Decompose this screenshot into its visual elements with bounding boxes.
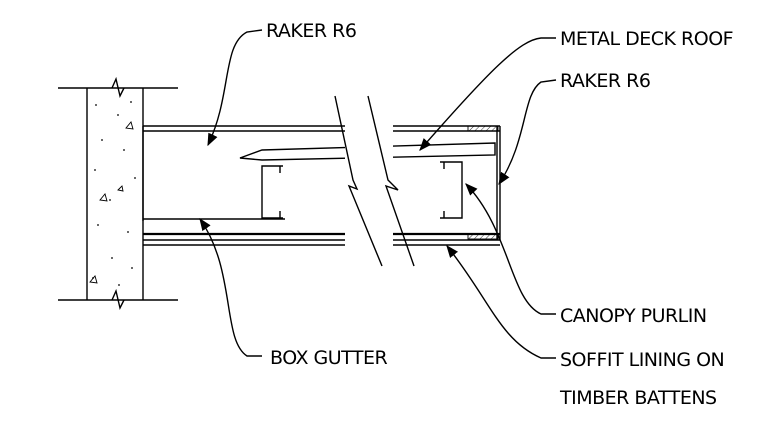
purlin-left xyxy=(261,165,283,219)
label-timber-battens: TIMBER BATTENS xyxy=(559,387,717,409)
label-metal-deck-roof: METAL DECK ROOF xyxy=(560,28,733,50)
label-raker-right: RAKER R6 xyxy=(560,70,650,92)
concrete-wall xyxy=(58,76,178,311)
raker-top-beam xyxy=(142,125,500,221)
metal-deck-roof xyxy=(239,142,496,161)
canopy-purlin xyxy=(440,161,463,219)
box-gutter xyxy=(143,218,500,246)
label-canopy-purlin: CANOPY PURLIN xyxy=(560,305,707,327)
label-soffit-lining: SOFFIT LINING ON xyxy=(560,349,724,371)
label-raker-top: RAKER R6 xyxy=(266,20,356,42)
label-box-gutter: BOX GUTTER xyxy=(270,347,388,369)
break-line xyxy=(334,95,415,272)
leaders xyxy=(199,29,557,359)
